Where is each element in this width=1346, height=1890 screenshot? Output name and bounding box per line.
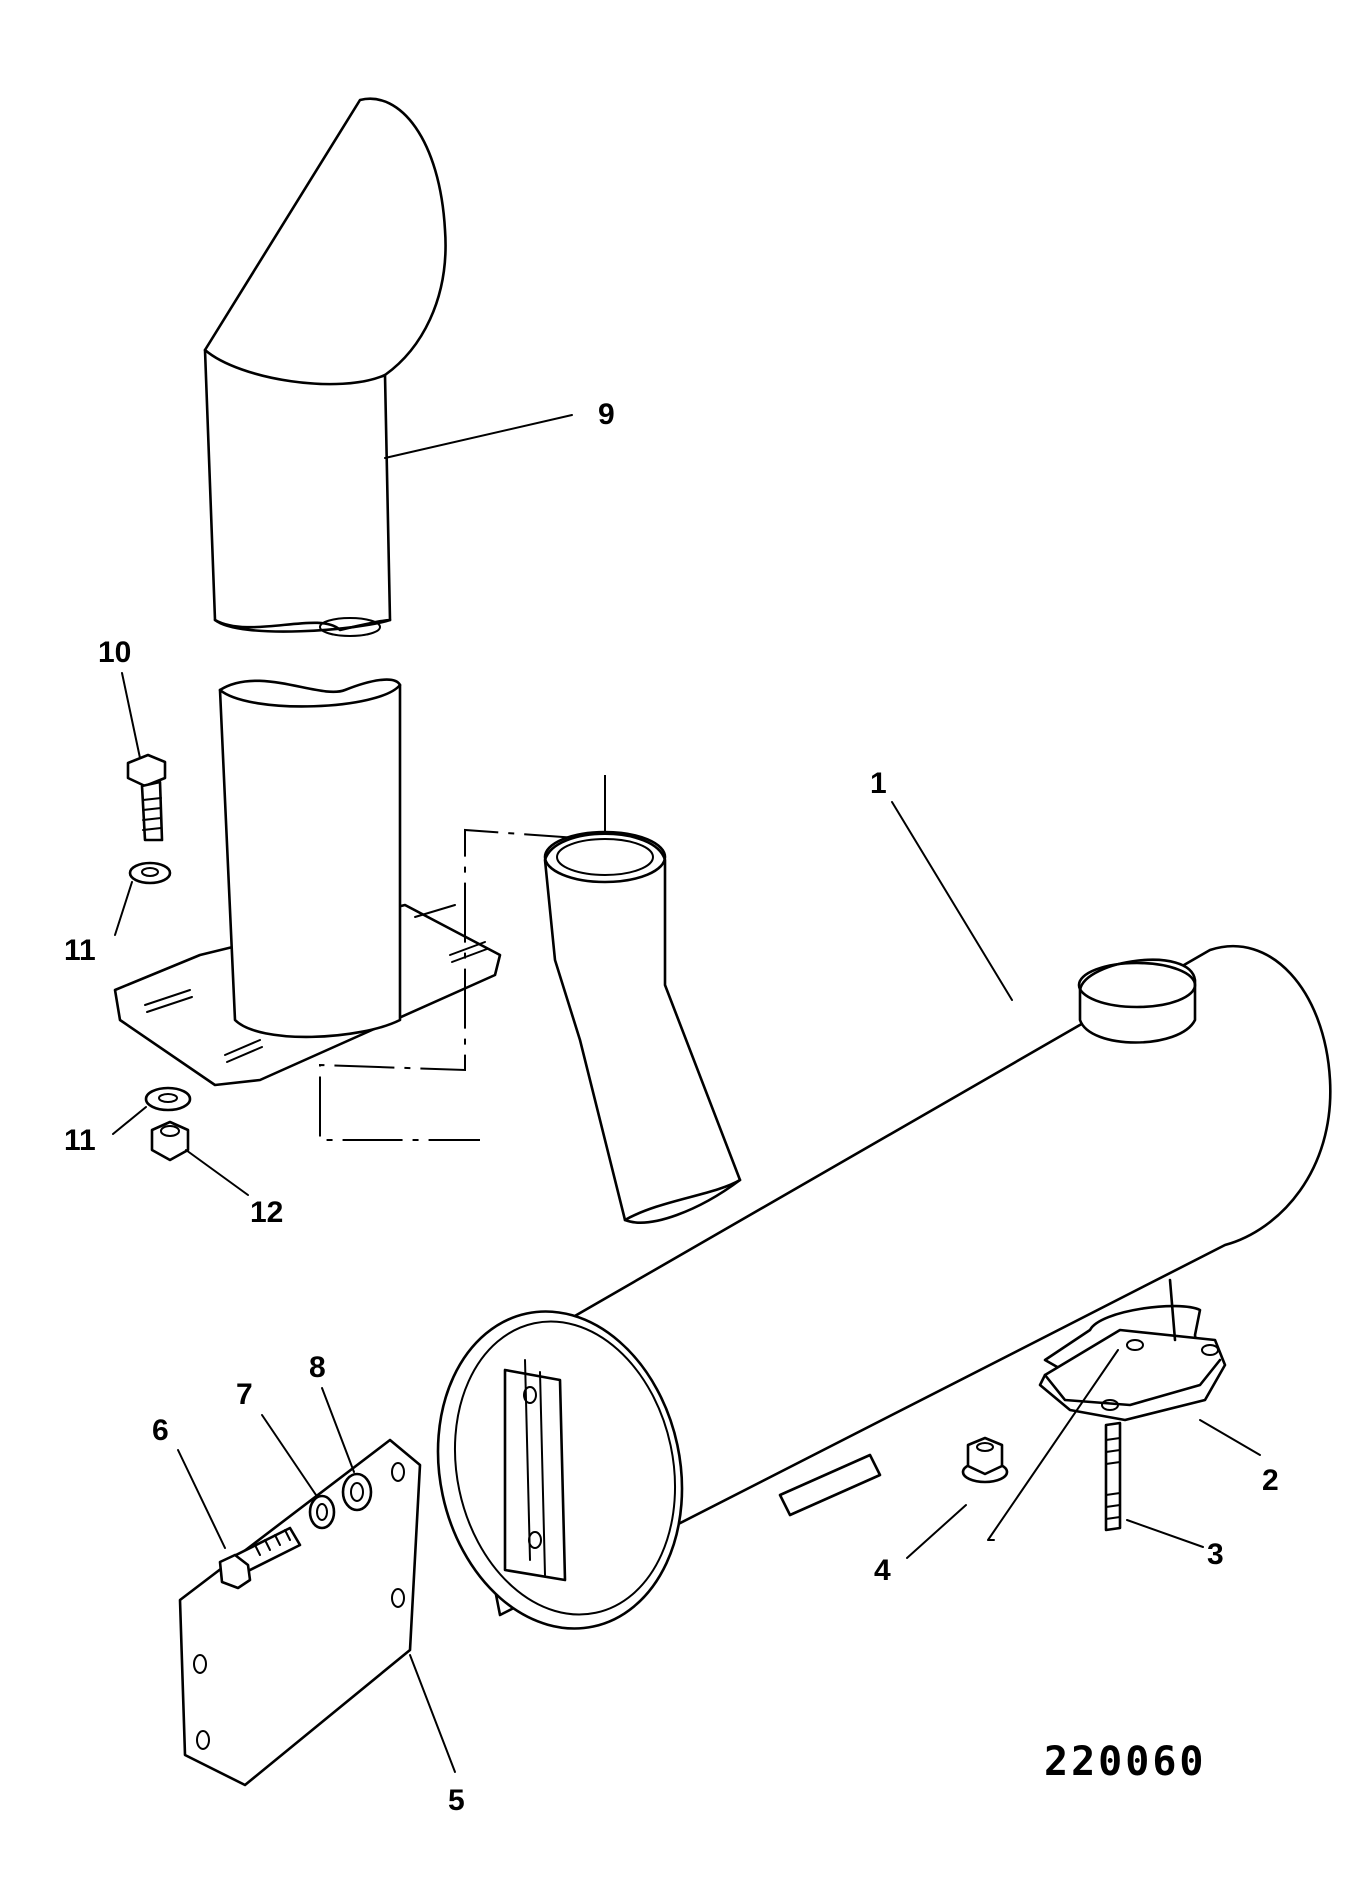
callout-11-bottom: 11 bbox=[64, 1124, 96, 1157]
bolt-10 bbox=[126, 753, 167, 842]
alignment-lines bbox=[319, 775, 606, 1141]
callout-12: 12 bbox=[250, 1196, 283, 1229]
tailpipe-upper bbox=[203, 97, 447, 637]
callout-6: 6 bbox=[152, 1414, 169, 1447]
callout-2: 2 bbox=[1262, 1464, 1279, 1497]
nut-12 bbox=[150, 1120, 190, 1162]
callout-1: 1 bbox=[870, 767, 887, 800]
flange-nut-4 bbox=[961, 1436, 1009, 1484]
callout-9: 9 bbox=[598, 398, 615, 431]
callout-3: 3 bbox=[1207, 1538, 1224, 1571]
pipe-flange-base bbox=[113, 678, 502, 1087]
callout-8: 8 bbox=[309, 1351, 326, 1384]
washer-11-top bbox=[128, 861, 172, 885]
leader-lines bbox=[112, 414, 1261, 1773]
stud-3 bbox=[1104, 1421, 1122, 1532]
drawing-reference-number: 220060 bbox=[1044, 1739, 1207, 1785]
callout-7: 7 bbox=[236, 1378, 253, 1411]
callout-10: 10 bbox=[98, 636, 131, 669]
callout-4: 4 bbox=[874, 1554, 891, 1587]
silencer-body bbox=[436, 830, 1332, 1630]
washer-11-bottom bbox=[144, 1086, 192, 1112]
bolt-6 bbox=[218, 1526, 302, 1590]
mounting-plate bbox=[178, 1438, 422, 1787]
callout-11-top: 11 bbox=[64, 934, 96, 967]
callout-labels: 9 1 2 3 4 5 6 7 8 10 11 11 12 bbox=[64, 398, 1279, 1817]
callout-5: 5 bbox=[448, 1784, 465, 1817]
flat-washer-8 bbox=[341, 1472, 373, 1512]
lock-washer-7 bbox=[308, 1494, 336, 1530]
